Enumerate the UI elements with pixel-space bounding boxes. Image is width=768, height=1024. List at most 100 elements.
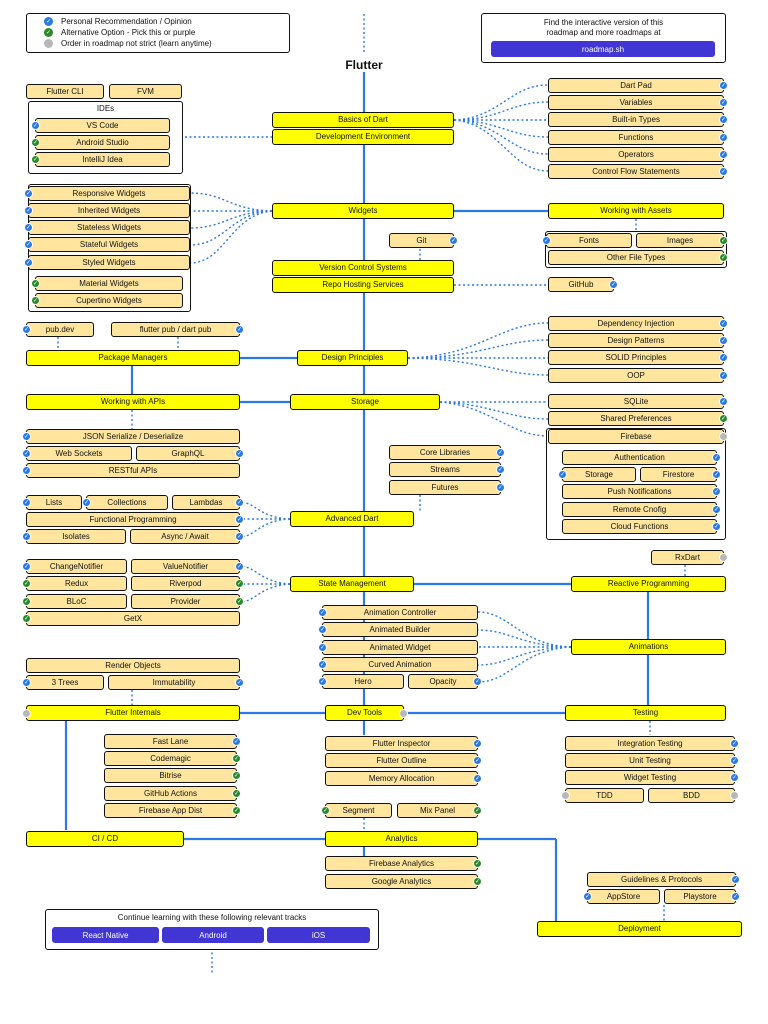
node-material-widgets[interactable]: Material Widgets✓ [31,276,183,291]
node-dart-pad[interactable]: Dart Pad✓ [548,78,728,93]
roadmap-link-button[interactable]: roadmap.sh [491,41,715,57]
node-authentication[interactable]: Authentication✓ [562,450,721,465]
node-riverpod[interactable]: Riverpod✓ [131,576,244,591]
node-storage[interactable]: Storage [290,394,440,410]
node-firebase-analytics[interactable]: Firebase Analytics✓ [325,856,482,871]
node-deployment[interactable]: Deployment [537,921,742,937]
node-repo-hosting[interactable]: Repo Hosting Services [272,277,454,293]
node-animation-controller[interactable]: Animation Controller✓ [318,605,478,620]
node-vcs[interactable]: Version Control Systems [272,260,454,276]
node-bitrise[interactable]: Bitrise✓ [104,768,241,783]
node-control-flow[interactable]: Control Flow Statements✓ [548,164,728,179]
node-hero[interactable]: Hero✓ [318,674,404,689]
node-widgets[interactable]: Widgets [272,203,454,219]
node-dev-environment[interactable]: Development Environment [272,129,454,145]
node-working-with-assets[interactable]: Working with Assets [548,203,724,219]
node-isolates[interactable]: Isolates✓ [22,529,126,544]
node-fvm[interactable]: FVM [109,84,182,99]
node-android-studio[interactable]: Android Studio✓ [31,135,170,150]
node-solid[interactable]: SOLID Principles✓ [548,350,728,365]
node-mix-panel[interactable]: Mix Panel✓ [397,803,482,818]
node-pubdev[interactable]: pub.dev✓ [22,322,94,337]
node-design-principles[interactable]: Design Principles [297,350,408,366]
node-widget-testing[interactable]: Widget Testing✓ [565,770,739,785]
node-cicd[interactable]: CI / CD [26,831,184,847]
node-collections[interactable]: Collections✓ [82,495,168,510]
node-restful-apis[interactable]: RESTful APIs✓ [22,463,240,478]
node-responsive-widgets[interactable]: Responsive Widgets✓ [24,186,190,201]
node-firebase-storage[interactable]: Storage✓ [558,467,636,482]
node-bloc[interactable]: BLoC✓ [22,594,127,609]
node-streams[interactable]: Streams✓ [389,462,505,477]
node-firebase[interactable]: Firebase [548,429,728,444]
node-value-notifier[interactable]: ValueNotifier✓ [131,559,244,574]
node-variables[interactable]: Variables✓ [548,95,728,110]
node-immutability[interactable]: Immutability✓ [108,675,244,690]
node-vs-code[interactable]: VS Code✓ [31,118,170,133]
node-graphql[interactable]: GraphQL✓ [136,446,244,461]
node-shared-preferences[interactable]: Shared Preferences✓ [548,411,728,426]
node-git[interactable]: Git✓ [389,233,458,248]
node-styled-widgets[interactable]: Styled Widgets✓ [24,255,190,270]
node-sqlite[interactable]: SQLite✓ [548,394,728,409]
node-animated-widget[interactable]: Animated Widget✓ [318,640,478,655]
node-unit-testing[interactable]: Unit Testing✓ [565,753,739,768]
node-lists[interactable]: Lists✓ [22,495,82,510]
node-advanced-dart[interactable]: Advanced Dart [290,511,414,527]
node-github-actions[interactable]: GitHub Actions✓ [104,786,241,801]
node-codemagic[interactable]: Codemagic✓ [104,751,241,766]
node-state-management[interactable]: State Management [290,576,414,592]
node-fast-lane[interactable]: Fast Lane✓ [104,734,241,749]
node-intellij[interactable]: IntelliJ Idea✓ [31,152,170,167]
node-core-libraries[interactable]: Core Libraries✓ [389,445,505,460]
node-images[interactable]: Images✓ [636,233,728,248]
node-firebase-app-dist[interactable]: Firebase App Dist✓ [104,803,241,818]
node-change-notifier[interactable]: ChangeNotifier✓ [22,559,127,574]
node-dev-tools[interactable]: Dev Tools [325,705,408,721]
node-memory-allocation[interactable]: Memory Allocation✓ [325,771,482,786]
node-remote-config[interactable]: Remote Cnofig✓ [562,502,721,517]
node-animations[interactable]: Animations [571,639,726,655]
node-web-sockets[interactable]: Web Sockets✓ [22,446,132,461]
node-fonts[interactable]: Fonts✓ [542,233,632,248]
node-flutter-cli[interactable]: Flutter CLI [26,84,104,99]
node-other-file-types[interactable]: Other File Types✓ [548,250,728,265]
node-cloud-functions[interactable]: Cloud Functions✓ [562,519,721,534]
node-firestore[interactable]: Firestore✓ [640,467,721,482]
node-analytics[interactable]: Analytics [325,831,478,847]
node-segment[interactable]: Segment✓ [321,803,392,818]
node-functional-programming[interactable]: Functional Programming✓ [26,512,244,527]
node-render-objects[interactable]: Render Objects [26,658,240,673]
node-cupertino-widgets[interactable]: Cupertino Widgets✓ [31,293,183,308]
node-bdd[interactable]: BDD [648,788,739,803]
node-guidelines-protocols[interactable]: Guidelines & Protocols✓ [587,872,740,887]
node-json-serialize[interactable]: JSON Serialize / Deserialize✓ [22,429,240,444]
node-animated-builder[interactable]: Animated Builder✓ [318,622,478,637]
node-futures[interactable]: Futures✓ [389,480,505,495]
track-android-button[interactable]: Android [162,927,264,943]
node-curved-animation[interactable]: Curved Animation✓ [318,657,478,672]
node-async-await[interactable]: Async / Await✓ [130,529,244,544]
node-reactive-programming[interactable]: Reactive Programming [571,576,726,592]
node-basics-of-dart[interactable]: Basics of Dart [272,112,454,128]
node-flutter-internals[interactable]: Flutter Internals [22,705,240,721]
node-three-trees[interactable]: 3 Trees✓ [22,675,104,690]
node-appstore[interactable]: AppStore✓ [583,889,660,904]
node-flutter-outline[interactable]: Flutter Outline✓ [325,753,482,768]
node-redux[interactable]: Redux✓ [22,576,127,591]
node-package-managers[interactable]: Package Managers [26,350,240,366]
node-rxdart[interactable]: RxDart [651,550,728,565]
node-working-with-apis[interactable]: Working with APIs [26,394,240,410]
node-stateful-widgets[interactable]: Stateful Widgets✓ [24,237,190,252]
track-ios-button[interactable]: iOS [267,927,370,943]
node-builtin-types[interactable]: Built-in Types✓ [548,112,728,127]
node-flutter-pub[interactable]: flutter pub / dart pub✓ [111,322,244,337]
node-functions[interactable]: Functions✓ [548,130,728,145]
node-inherited-widgets[interactable]: Inherited Widgets✓ [24,203,190,218]
node-push-notifications[interactable]: Push Notifications✓ [562,484,721,499]
node-getx[interactable]: GetX✓ [22,611,240,626]
node-playstore[interactable]: Playstore✓ [664,889,740,904]
node-github[interactable]: GitHub✓ [548,277,618,292]
node-design-patterns[interactable]: Design Patterns✓ [548,333,728,348]
node-provider[interactable]: Provider✓ [131,594,244,609]
